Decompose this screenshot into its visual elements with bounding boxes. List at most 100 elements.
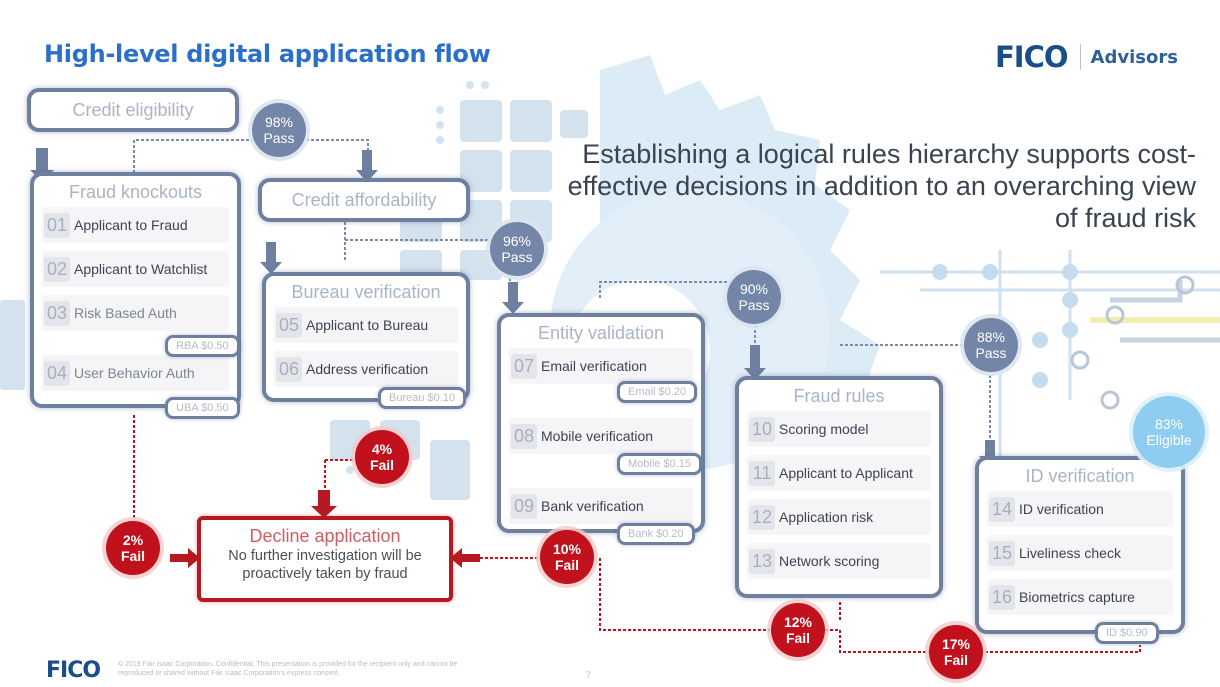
badge-label: Fail bbox=[120, 548, 146, 564]
badge-value: 17% bbox=[941, 636, 971, 652]
advisors-label: Advisors bbox=[1090, 46, 1178, 68]
stage-title: Entity validation bbox=[537, 323, 665, 343]
badge-label: Fail bbox=[554, 557, 580, 573]
circuit-nodes bbox=[932, 264, 1078, 388]
rule-number: 14 bbox=[989, 496, 1015, 522]
badge-value: 4% bbox=[371, 441, 393, 457]
badge-value: 90% bbox=[739, 281, 769, 297]
badge-label: Fail bbox=[369, 457, 395, 473]
decline-description: No further investigation will be proacti… bbox=[228, 548, 422, 582]
badge-value: 10% bbox=[552, 541, 582, 557]
rule-number: 07 bbox=[511, 353, 537, 379]
rule-number: 16 bbox=[989, 584, 1015, 610]
footer-copyright: © 2019 Fair Isaac Corporation. Confident… bbox=[118, 661, 458, 677]
stage-title: Fraud rules bbox=[793, 386, 885, 406]
rule-label: Liveliness check bbox=[1019, 545, 1121, 561]
fail-badge-4: 4%Fail bbox=[355, 430, 409, 484]
rule-label: Applicant to Applicant bbox=[779, 465, 913, 481]
badge-label: Fail bbox=[785, 630, 811, 646]
rule-label: Application risk bbox=[779, 509, 874, 525]
circuit-rings bbox=[1070, 275, 1195, 410]
stage-title: Bureau verification bbox=[291, 282, 441, 302]
pass-badge-96: 96%Pass bbox=[490, 222, 544, 276]
rule-number: 02 bbox=[44, 256, 70, 282]
decline-title: Decline application bbox=[249, 526, 401, 546]
badge-value: 2% bbox=[122, 532, 144, 548]
rule-label: Applicant to Bureau bbox=[306, 317, 429, 333]
rule-number: 01 bbox=[44, 212, 70, 238]
cost-tag-bureau: Bureau $0.10 bbox=[378, 387, 467, 409]
rule-number: 09 bbox=[511, 493, 537, 519]
cost-tag-id: ID $0.90 bbox=[1095, 622, 1159, 644]
badge-label: Pass bbox=[263, 130, 295, 146]
footer-fico-logo: FICO bbox=[46, 658, 101, 683]
rule-label: Mobile verification bbox=[541, 428, 654, 444]
rule-number: 04 bbox=[44, 360, 70, 386]
stage-credit-affordability: Credit affordability bbox=[258, 178, 470, 222]
fico-logo: FICO bbox=[995, 40, 1069, 74]
fail-badge-2: 2%Fail bbox=[106, 521, 160, 575]
badge-label: Fail bbox=[943, 652, 969, 668]
rule-label: User Behavior Auth bbox=[74, 365, 195, 381]
rule-label: Network scoring bbox=[779, 553, 880, 569]
badge-value: 83% bbox=[1154, 416, 1184, 432]
rule-label: Bank verification bbox=[541, 498, 644, 514]
rule-number: 08 bbox=[511, 423, 537, 449]
pass-badge-90: 90%Pass bbox=[727, 270, 781, 324]
stage-title: Fraud knockouts bbox=[68, 182, 203, 202]
rule-number: 06 bbox=[276, 356, 302, 382]
rule-number: 13 bbox=[749, 548, 775, 574]
rule-label: Applicant to Fraud bbox=[74, 217, 188, 233]
page-title: High-level digital application flow bbox=[44, 40, 491, 68]
rule-label: Email verification bbox=[541, 358, 647, 374]
rule-label: Scoring model bbox=[779, 421, 869, 437]
badge-label: Eligible bbox=[1146, 432, 1192, 448]
fail-badge-10: 10%Fail bbox=[540, 530, 594, 584]
cost-tag-rba: RBA $0.50 bbox=[165, 335, 240, 357]
rule-label: Biometrics capture bbox=[1019, 589, 1135, 605]
fail-badge-17: 17%Fail bbox=[929, 625, 983, 679]
decline-application-box: Decline application No further investiga… bbox=[197, 516, 453, 602]
rule-number: 12 bbox=[749, 504, 775, 530]
eligible-badge-83: 83%Eligible bbox=[1133, 396, 1205, 468]
stage-credit-eligibility: Credit eligibility bbox=[27, 88, 239, 132]
cost-tag-uba: UBA $0.50 bbox=[165, 397, 240, 419]
rule-number: 05 bbox=[276, 312, 302, 338]
fail-connectors bbox=[133, 415, 1141, 653]
pass-badge-98: 98%Pass bbox=[252, 103, 306, 157]
cost-tag-bank: Bank $0.20 bbox=[617, 523, 695, 545]
badge-value: 98% bbox=[264, 114, 294, 130]
rule-label: ID verification bbox=[1019, 501, 1104, 517]
badge-value: 88% bbox=[976, 329, 1006, 345]
badge-label: Pass bbox=[975, 345, 1007, 361]
logo-divider bbox=[1079, 44, 1081, 70]
tagline: Establishing a logical rules hierarchy s… bbox=[567, 139, 1196, 233]
cost-tag-email: Email $0.20 bbox=[617, 381, 698, 403]
rule-number: 15 bbox=[989, 540, 1015, 566]
rule-number: 03 bbox=[44, 300, 70, 326]
badge-value: 96% bbox=[502, 233, 532, 249]
decline-arrows bbox=[170, 490, 480, 568]
rule-number: 10 bbox=[749, 416, 775, 442]
rule-number: 11 bbox=[749, 460, 775, 486]
fico-advisors-logo: FICO Advisors bbox=[995, 40, 1178, 74]
rule-label: Risk Based Auth bbox=[74, 305, 177, 321]
